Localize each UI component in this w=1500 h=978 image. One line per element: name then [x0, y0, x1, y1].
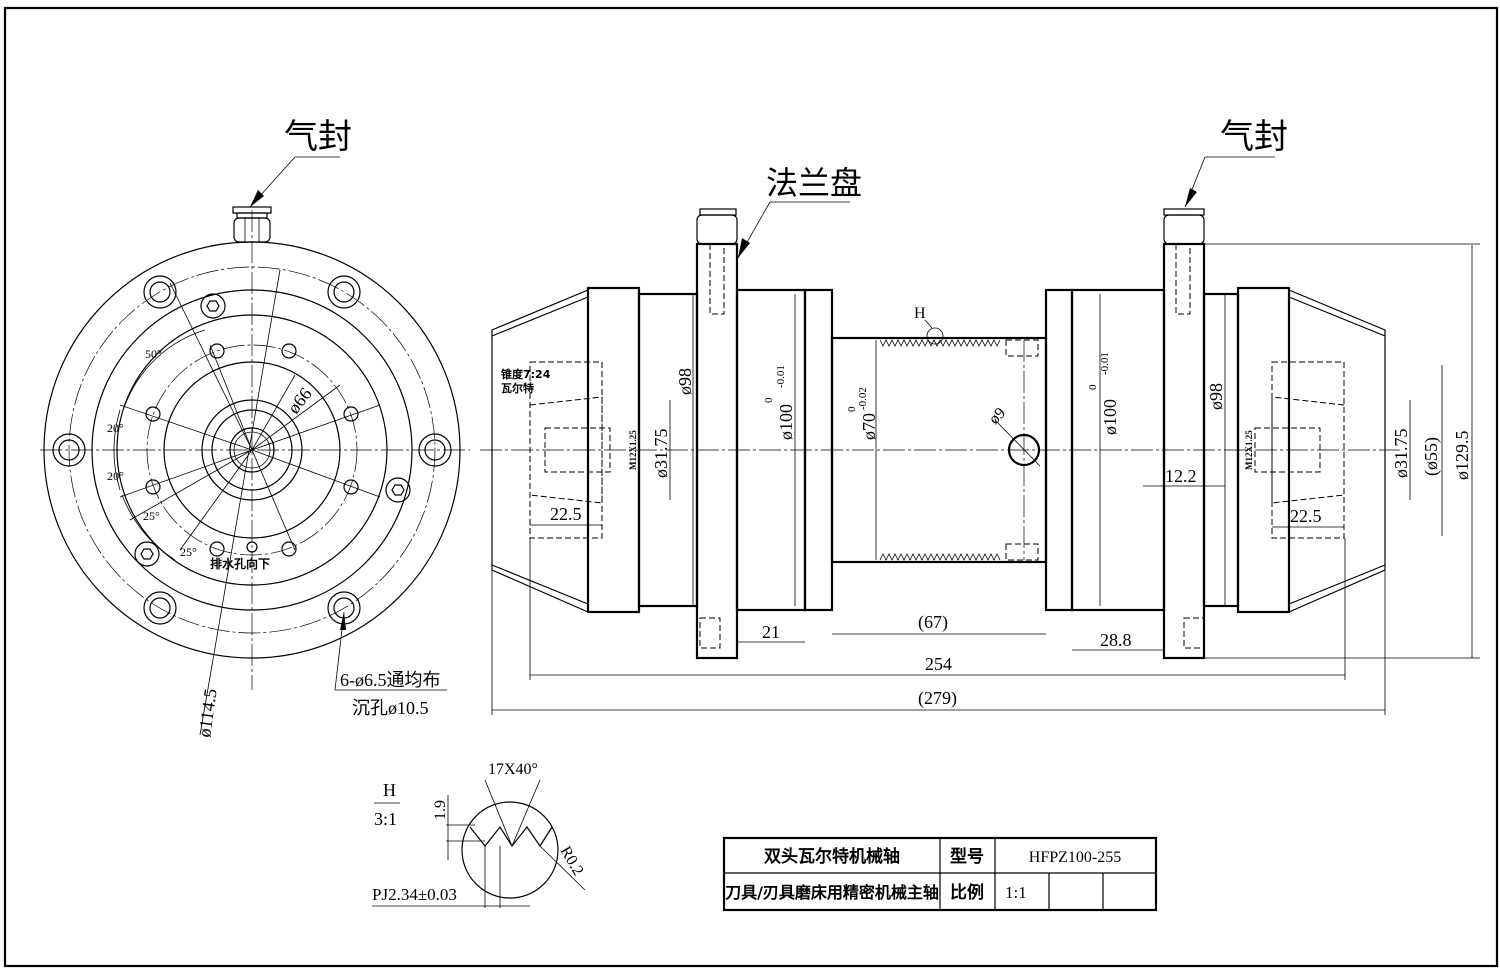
inner-circle-3: [211, 409, 293, 491]
len-28-8: 28.8: [1100, 630, 1132, 650]
title-block-name: 双头瓦尔特机械轴: [764, 846, 900, 867]
len-279: (279): [918, 688, 957, 709]
len-22-5-left: 22.5: [550, 504, 582, 524]
angle-20b: 20°: [107, 469, 124, 483]
hole-9: [1007, 433, 1041, 467]
side-view: H 气封 法兰盘 锥度7:24 瓦尔特: [480, 117, 1480, 715]
dia-66-label: ø66: [283, 384, 315, 418]
detail-spline: 17X40°: [488, 761, 538, 778]
drawing-frame: [3, 6, 1499, 968]
dia-114-5-label: ø114.5: [194, 687, 221, 738]
tol-100-lower-left: -0.01: [775, 365, 787, 388]
tol-100-upper-right: 0: [1087, 384, 1099, 390]
title-block-model-label: 型号: [950, 846, 984, 867]
title-block-scale-value: 1:1: [1005, 883, 1027, 902]
thread-top: [879, 339, 1001, 347]
tol-70-upper: 0: [846, 406, 858, 412]
bolt-circle-inner: [146, 344, 358, 556]
front-view: 气封 50° 20° 20° 25° 25° ø66 排水孔向下 ø114.5 …: [40, 117, 470, 739]
dia-9: ø9: [986, 404, 1009, 427]
angle-25b: 25°: [180, 545, 197, 559]
body-circle: [116, 314, 388, 586]
detail-marker-h: H: [914, 305, 926, 322]
flange-circle: [91, 289, 413, 611]
dia-70: ø70: [859, 413, 879, 440]
title-block-scale-label: 比例: [950, 882, 984, 903]
title-block: 双头瓦尔特机械轴 型号 HFPZ100-255 刀具/刃具磨床用精密机械主轴 比…: [722, 836, 1158, 912]
thread-right: M12X1.25: [1244, 430, 1254, 470]
dia-31-75-right: ø31.75: [1391, 429, 1411, 479]
len-22-5-right: 22.5: [1290, 506, 1322, 526]
detail-title: H: [383, 780, 396, 800]
detail-depth: 1.9: [432, 800, 449, 820]
dia-98-left: ø98: [675, 368, 695, 395]
hex-plugs: [134, 293, 411, 567]
bolt-circle-outer: [68, 266, 436, 634]
dia-100-left: ø100: [776, 404, 796, 440]
angle-20a: 20°: [107, 421, 124, 435]
inner-circle-2: [201, 399, 303, 501]
detail-h: H 3:1 17X40° 1.9 R0.2 PJ2.34±0.03: [372, 761, 587, 908]
title-block-description: 刀具/刃具磨床用精密机械主轴: [725, 883, 939, 902]
radial-lines: [119, 282, 381, 551]
angle-25a: 25°: [143, 509, 160, 523]
tol-70-lower: -0.02: [857, 387, 869, 410]
taper-sub-label: 瓦尔特: [501, 381, 534, 395]
dia-98-right: ø98: [1206, 383, 1226, 410]
detail-radius: R0.2: [557, 844, 587, 879]
holes-note-2: 沉孔ø10.5: [352, 698, 429, 718]
drain-hole-label: 排水孔向下: [210, 556, 270, 571]
thread-left: M12X1.25: [628, 430, 638, 470]
len-12-2: 12.2: [1165, 466, 1197, 486]
holes-note-1: 6-ø6.5通均布: [340, 670, 441, 690]
len-67: (67): [918, 612, 948, 633]
thread-bottom: [879, 553, 1001, 561]
air-seal-label-front: 气封: [284, 117, 352, 157]
spindle-circle: [229, 427, 275, 473]
small-holes: [145, 343, 359, 557]
detail-scale: 3:1: [374, 809, 397, 829]
inner-circle-1: [163, 361, 341, 539]
air-seal-label-side: 气封: [1220, 117, 1288, 157]
tol-100-upper-left: 0: [763, 397, 775, 403]
detail-pitch: PJ2.34±0.03: [372, 885, 457, 904]
dia-31-75-left: ø31.75: [651, 429, 671, 479]
len-21: 21: [762, 622, 780, 642]
air-seal-fitting-front: [232, 206, 272, 243]
title-block-model-value: HFPZ100-255: [1029, 849, 1121, 866]
dia-55: (ø55): [1421, 437, 1442, 476]
len-254: 254: [925, 654, 952, 674]
angle-50: 50°: [145, 347, 162, 361]
taper-label: 锥度7:24: [501, 367, 551, 381]
flange-label: 法兰盘: [766, 164, 862, 202]
tol-100-lower-right: -0.01: [1099, 352, 1111, 375]
dia-129-5: ø129.5: [1452, 431, 1472, 481]
dia-100-right: ø100: [1100, 399, 1120, 435]
